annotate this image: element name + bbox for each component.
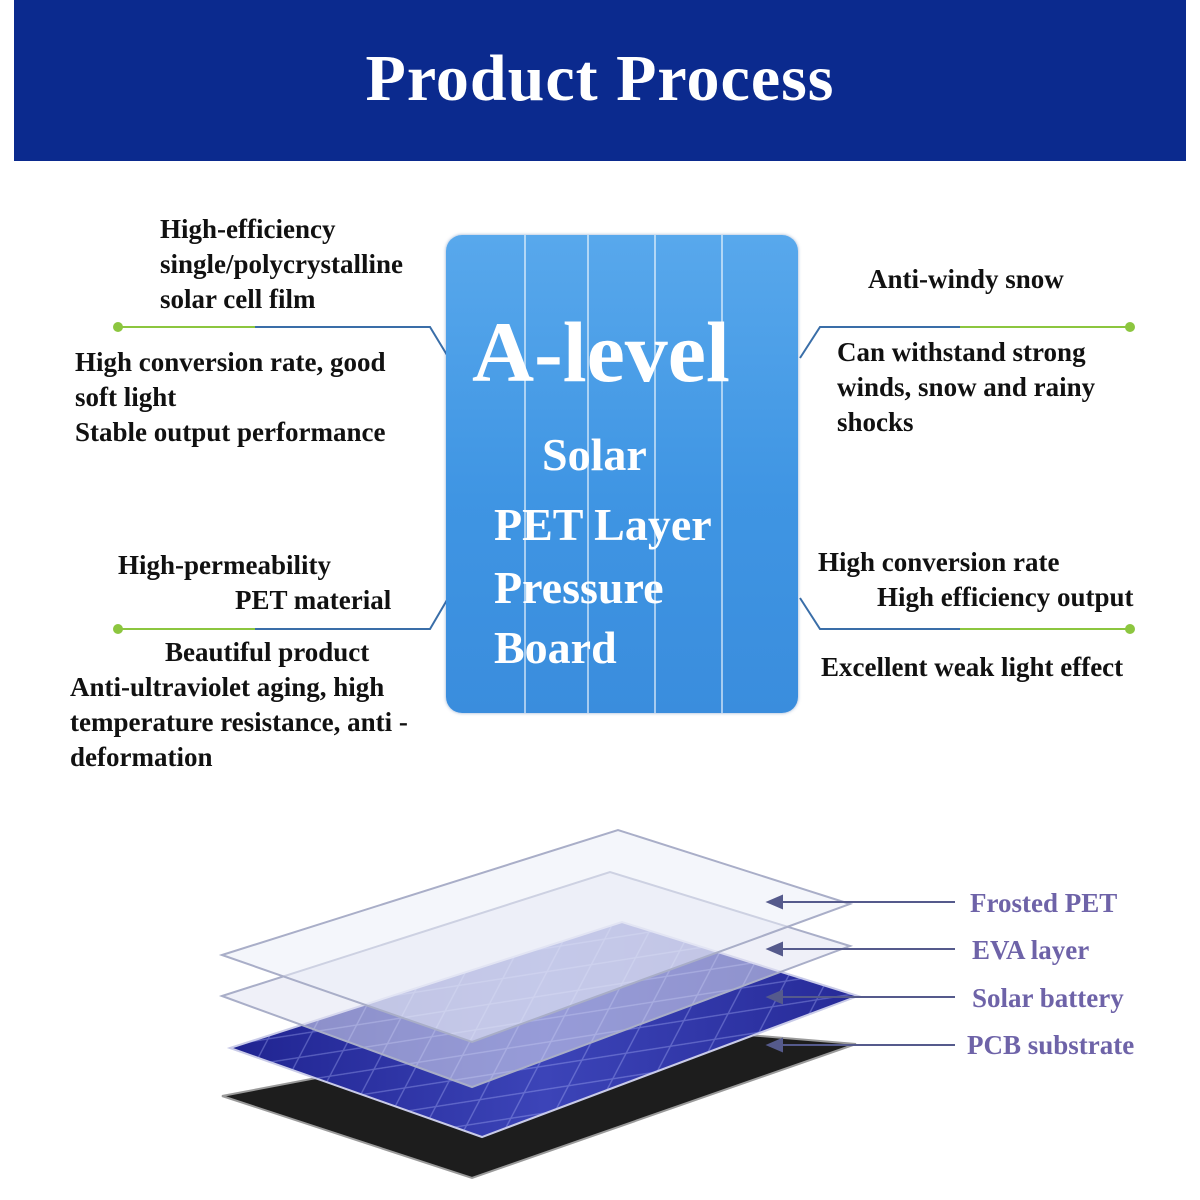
connector-bottom-right-dot [1125, 624, 1135, 634]
feature-title-line: High conversion rate [818, 547, 1060, 577]
a-level-panel: A-level Solar PET Layer Pressure Board [446, 235, 798, 713]
feature-desc-line: Can withstand strong [837, 337, 1086, 367]
feature-title-line: PET material [235, 585, 392, 615]
connector-top-left-dot [113, 322, 123, 332]
feature-desc-line: Stable output performance [75, 417, 386, 447]
header-banner: Product Process [14, 0, 1186, 161]
layer-label-eva: EVA layer [972, 935, 1090, 965]
arrowhead-solar-battery [765, 989, 783, 1005]
panel-stripe [654, 235, 656, 713]
feature-title-line: High-permeability [118, 550, 331, 580]
arrowhead-pcb-substrate [765, 1037, 783, 1053]
feature-connectors [113, 322, 1135, 634]
feature-title-line: solar cell film [160, 284, 316, 314]
connector-bottom-left-dot [113, 624, 123, 634]
feature-desc-line: temperature resistance, anti - [70, 707, 408, 737]
panel-title: A-level [472, 304, 730, 400]
feature-desc-line: Beautiful product [165, 637, 370, 667]
layer-frosted-pet [218, 828, 854, 1044]
layer-label-frosted-pet: Frosted PET [970, 888, 1118, 918]
panel-stripe [524, 235, 526, 713]
arrowhead-eva-layer [765, 941, 783, 957]
feature-title-line: High-efficiency [160, 214, 336, 244]
panel-stripe [721, 235, 723, 713]
feature-desc-line: deformation [70, 742, 213, 772]
layer-label-solar-battery: Solar battery [972, 983, 1124, 1013]
page-title: Product Process [365, 41, 835, 115]
feature-desc-line: High conversion rate, good [75, 347, 386, 377]
feature-title-line: Anti-windy snow [868, 264, 1064, 294]
panel-stripe [587, 235, 589, 713]
layer-label-pcb-substrate: PCB substrate [967, 1030, 1135, 1060]
feature-desc-line: Excellent weak light effect [821, 652, 1124, 682]
panel-line: PET Layer [494, 499, 712, 550]
feature-desc-line: soft light [75, 382, 177, 412]
connector-top-right-dot [1125, 322, 1135, 332]
panel-line: Board [494, 622, 617, 673]
feature-title-line: High efficiency output [877, 582, 1134, 612]
arrowhead-frosted-pet [765, 894, 783, 910]
panel-line: Pressure [494, 562, 664, 613]
feature-desc-line: Anti-ultraviolet aging, high [70, 672, 385, 702]
feature-desc-line: winds, snow and rainy [837, 372, 1096, 402]
feature-title-line: single/polycrystalline [160, 249, 403, 279]
panel-line: Solar [542, 429, 647, 480]
feature-desc-line: shocks [837, 407, 914, 437]
